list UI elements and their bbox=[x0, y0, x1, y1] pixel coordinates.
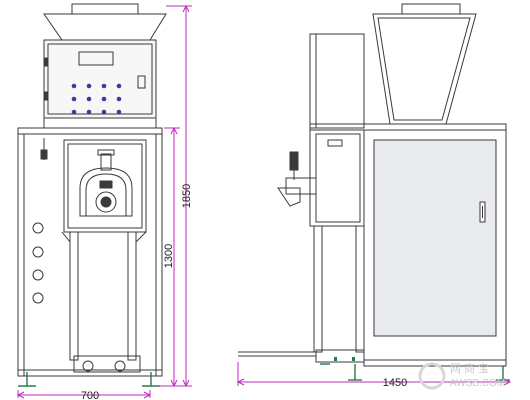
bagging-frame bbox=[63, 139, 147, 233]
side-conveyor-marks bbox=[334, 357, 355, 361]
spout-neck bbox=[100, 153, 112, 171]
front-hopper bbox=[43, 13, 167, 41]
side-hopper-inner bbox=[377, 17, 471, 121]
weighing-box bbox=[315, 133, 361, 223]
filling-spout-inner bbox=[85, 173, 127, 217]
bag-clamp bbox=[99, 180, 113, 189]
watermark-text-cn: 网 商 宝 bbox=[450, 361, 489, 375]
indicator-lamp bbox=[32, 292, 44, 304]
side-view bbox=[238, 3, 507, 367]
dim-side-length: 1450 bbox=[383, 377, 407, 389]
keypad bbox=[71, 83, 122, 115]
box-hinge-top bbox=[44, 57, 49, 67]
box-hinge-bottom bbox=[44, 91, 49, 101]
spout-outlet-inner bbox=[100, 196, 112, 208]
front-hopper-top bbox=[71, 3, 139, 15]
support-column-right bbox=[127, 231, 137, 361]
side-feet bbox=[320, 363, 510, 381]
control-box-inner bbox=[47, 43, 153, 115]
side-hopper-top bbox=[401, 3, 461, 15]
conveyor-base bbox=[73, 355, 141, 373]
filling-spout bbox=[79, 167, 133, 217]
side-base-frame bbox=[363, 359, 507, 367]
side-spout-arm bbox=[285, 177, 317, 195]
dim-platform-height: 1300 bbox=[163, 244, 175, 268]
watermark-logo bbox=[418, 362, 446, 390]
side-upper-column bbox=[309, 33, 365, 129]
side-lever-knob bbox=[40, 149, 48, 160]
bagging-frame-inner bbox=[67, 143, 143, 229]
control-box bbox=[43, 39, 157, 119]
weighing-label bbox=[327, 139, 343, 147]
side-lower-column bbox=[313, 225, 323, 353]
front-platform-top bbox=[17, 127, 163, 135]
dim-front-width: 700 bbox=[81, 390, 99, 400]
side-dimension-lines bbox=[236, 362, 512, 386]
indicator-lamp bbox=[32, 222, 44, 234]
front-view bbox=[17, 3, 167, 377]
conveyor-roller bbox=[82, 360, 94, 372]
support-column-left bbox=[69, 231, 79, 361]
side-cabinet-door bbox=[373, 139, 497, 337]
display-screen bbox=[78, 51, 114, 66]
spout-outlet-outer bbox=[95, 191, 117, 213]
watermark: 网 商 宝 AWSB.COM bbox=[418, 361, 505, 390]
front-dimension-lines bbox=[16, 4, 192, 399]
front-cabinet bbox=[17, 133, 163, 377]
indicator-lamp bbox=[32, 269, 44, 281]
watermark-text-en: AWSB.COM bbox=[450, 378, 505, 389]
support-taper bbox=[61, 231, 71, 243]
side-lower-column-right bbox=[355, 225, 365, 353]
dim-overall-height: 1850 bbox=[181, 184, 193, 208]
indicator-lamp bbox=[32, 246, 44, 258]
box-latch bbox=[137, 75, 146, 89]
front-feet bbox=[18, 372, 160, 387]
side-hopper bbox=[372, 13, 477, 125]
spout-cap bbox=[97, 149, 115, 156]
conveyor-roller bbox=[114, 360, 126, 372]
support-taper bbox=[135, 231, 147, 243]
weighing-section bbox=[309, 129, 365, 227]
side-top-rail bbox=[309, 123, 507, 131]
side-spout-mouth bbox=[277, 187, 301, 207]
side-gauge bbox=[289, 151, 299, 171]
